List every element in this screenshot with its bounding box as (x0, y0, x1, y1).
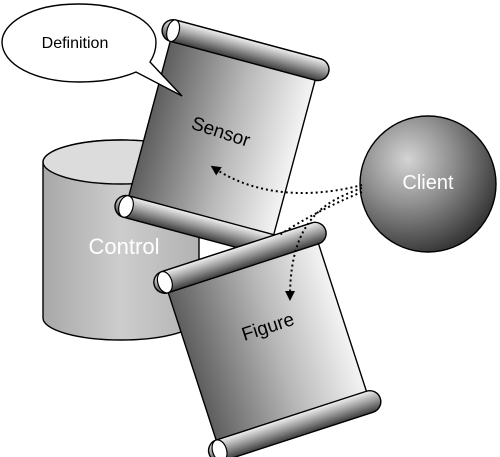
client-to-figure-arrow (285, 187, 363, 301)
definition-text: Definition (42, 35, 109, 52)
client-sphere: Client (359, 115, 497, 253)
client-to-figure-secondary-connector (277, 191, 363, 237)
control-label: Control (89, 234, 160, 259)
scroll-icon (153, 221, 382, 457)
sphere-icon (359, 115, 497, 253)
figure-scroll (153, 221, 382, 457)
scroll-icon (114, 18, 330, 258)
speech-bubble-icon (1, 3, 183, 97)
definition-callout: Definition (1, 3, 183, 97)
client-to-sensor-arrow (210, 165, 363, 194)
client-label: Client (402, 172, 454, 194)
sensor-scroll (114, 18, 330, 258)
